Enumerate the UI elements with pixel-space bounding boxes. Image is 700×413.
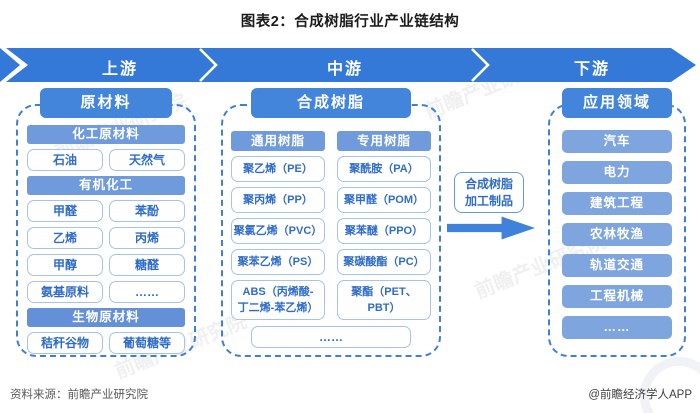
downstream-item: 电力 <box>562 161 672 184</box>
upstream-item: 苯酚 <box>109 200 185 222</box>
banner-arrow-shape <box>0 48 696 82</box>
downstream-item: 建筑工程 <box>562 192 672 215</box>
resin-columns: 通用树脂 聚乙烯（PE） 聚丙烯（PP） 聚氯乙烯（PVC） 聚苯乙烯（PS） … <box>231 131 431 320</box>
upstream-item: 石油 <box>27 149 103 171</box>
midstream-item: 聚碳酸酯（PC） <box>337 249 431 275</box>
upstream-item: 甲醇 <box>27 254 103 276</box>
midstream-item: 聚苯醚（PPO） <box>337 218 431 244</box>
banner-segment-midstream: 中游 <box>326 61 363 78</box>
watermark-logo <box>640 357 700 413</box>
general-resin-column: 通用树脂 聚乙烯（PE） 聚丙烯（PP） 聚氯乙烯（PVC） 聚苯乙烯（PS） … <box>231 131 325 320</box>
group-header-organic-chem: 有机化工 <box>27 176 185 195</box>
downstream-header: 应用领域 <box>562 88 672 118</box>
downstream-item: 汽车 <box>562 130 672 153</box>
upstream-item: 天然气 <box>109 149 185 171</box>
upstream-item: 丙烯 <box>109 227 185 249</box>
downstream-item: 轨道交通 <box>562 254 672 277</box>
downstream-item-more: …… <box>562 316 672 339</box>
banner-chevron-divider-icon <box>471 48 490 82</box>
special-resin-column: 专用树脂 聚酰胺（PA） 聚甲醛（POM） 聚苯醚（PPO） 聚碳酸酯（PC） … <box>337 131 431 320</box>
downstream-item: 工程机械 <box>562 285 672 308</box>
credit-note: @前瞻经济学人APP <box>588 389 692 401</box>
banner-chevron-divider-icon <box>199 48 218 82</box>
group-items: 石油 天然气 <box>27 149 185 171</box>
group-items: 秸秆谷物 葡萄糖等 <box>27 332 185 354</box>
midstream-item: 聚酰胺（PA） <box>337 156 431 182</box>
figure-title: 图表2：合成树脂行业产业链结构 <box>240 14 460 30</box>
chain-stage-banner: 上游 中游 下游 <box>0 47 700 83</box>
banner-band <box>6 48 696 82</box>
column-header-general-resin: 通用树脂 <box>231 131 325 151</box>
processed-products-box: 合成树脂 加工制品 <box>454 172 524 213</box>
upstream-item: 葡萄糖等 <box>109 332 185 354</box>
upstream-item: 乙烯 <box>27 227 103 249</box>
flow-arrow-icon <box>447 216 535 240</box>
upstream-item: 糖醛 <box>109 254 185 276</box>
midstream-item: ABS（丙烯酸- 丁二烯-苯乙烯） <box>231 280 325 320</box>
banner-segment-downstream: 下游 <box>573 61 610 78</box>
banner-left-tip <box>0 48 20 82</box>
group-items: 甲醛 苯酚 乙烯 丙烯 甲醇 糖醛 氨基原料 …… <box>27 200 185 303</box>
midstream-item: 聚酯（PET、 PBT） <box>337 280 431 320</box>
midstream-item-more: …… <box>251 326 411 348</box>
upstream-item: 秸秆谷物 <box>27 332 103 354</box>
midstream-item: 聚甲醛（POM） <box>337 187 431 213</box>
banner-segment-upstream: 上游 <box>101 61 138 78</box>
midstream-item: 聚丙烯（PP） <box>231 187 325 213</box>
upstream-item: 甲醛 <box>27 200 103 222</box>
downstream-container: 汽车 电力 建筑工程 农林牧渔 轨道交通 工程机械 …… <box>548 104 686 357</box>
midstream-item: 聚乙烯（PE） <box>231 156 325 182</box>
column-header-special-resin: 专用树脂 <box>337 131 431 151</box>
upstream-item-more: …… <box>109 281 185 303</box>
midstream-item: 聚氯乙烯（PVC） <box>231 218 325 244</box>
source-note: 资料来源：前瞻产业研究院 <box>10 389 148 401</box>
group-header-bio-raw: 生物原材料 <box>27 308 185 327</box>
upstream-header: 原材料 <box>40 88 172 118</box>
group-header-chemical-raw: 化工原材料 <box>27 125 185 144</box>
midstream-container: 通用树脂 聚乙烯（PE） 聚丙烯（PP） 聚氯乙烯（PVC） 聚苯乙烯（PS） … <box>221 104 441 357</box>
downstream-item: 农林牧渔 <box>562 223 672 246</box>
upstream-item: 氨基原料 <box>27 281 103 303</box>
midstream-item: 聚苯乙烯（PS） <box>231 249 325 275</box>
midstream-header: 合成树脂 <box>251 88 411 118</box>
upstream-container: 化工原材料 石油 天然气 有机化工 甲醛 苯酚 乙烯 丙烯 甲醇 糖醛 氨基原料… <box>16 104 196 357</box>
